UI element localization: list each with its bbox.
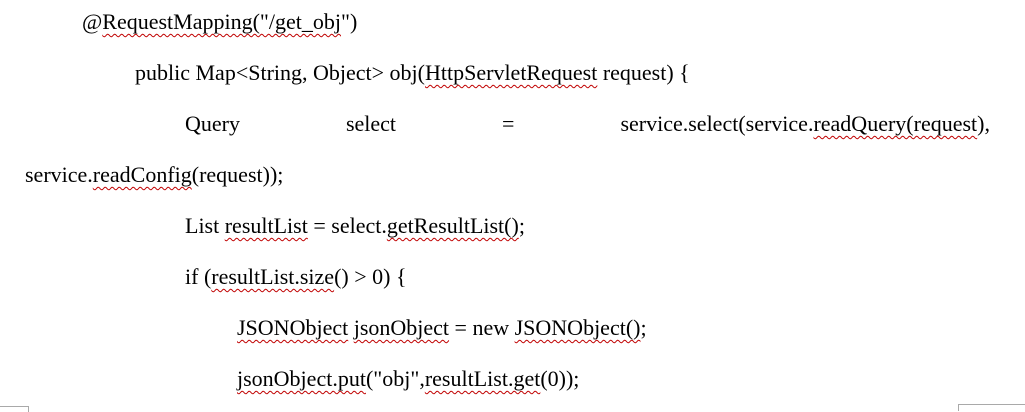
code-text: = select. <box>307 213 387 238</box>
code-text: = <box>502 111 515 136</box>
misspelled-word: JSONObject() <box>514 315 641 340</box>
code-token-group: = <box>502 98 514 149</box>
misspelled-word: readConfig <box>92 162 192 187</box>
code-line[interactable]: JSONObject jsonObject = new JSONObject()… <box>0 302 1025 353</box>
code-text: ; <box>640 315 647 340</box>
code-token-group: service.select(service.readQuery(request… <box>620 98 990 149</box>
code-text: if ( <box>185 264 212 289</box>
code-line[interactable]: public Map<String, Object> obj(HttpServl… <box>0 47 1025 98</box>
code-text: request) { <box>597 60 690 85</box>
page-margin-mark-right <box>958 404 1025 411</box>
code-token-group: if (resultList.size() > 0) { <box>185 264 407 289</box>
code-line[interactable]: service.readConfig(request)); <box>0 149 1025 200</box>
code-line[interactable]: if (resultList.size() > 0) { <box>0 251 1025 302</box>
code-token-group: @RequestMapping("/get_obj") <box>82 9 357 34</box>
code-token-group: List resultList = select.getResultList()… <box>185 213 525 238</box>
code-line[interactable]: jsonObject.put("obj",resultList.get(0)); <box>0 353 1025 404</box>
misspelled-word: HttpServletRequest <box>425 60 598 85</box>
code-text: (request)); <box>191 162 284 187</box>
code-text: public Map<String, Object> obj( <box>135 60 425 85</box>
misspelled-word: resultList.size <box>211 264 335 289</box>
code-text: ("obj", <box>365 366 425 391</box>
code-text: service.select(service. <box>620 111 814 136</box>
code-text: ), <box>977 111 990 136</box>
code-text: (0)); <box>540 366 580 391</box>
code-token-group: JSONObject jsonObject = new JSONObject()… <box>237 315 647 340</box>
misspelled-word: readQuery(request <box>813 111 978 136</box>
page-margin-mark-left <box>0 406 29 412</box>
code-text: ") <box>341 9 358 34</box>
misspelled-word: jsonObject <box>353 315 450 340</box>
misspelled-word: RequestMapping("/get_obj <box>102 9 341 34</box>
misspelled-word: getResultList() <box>386 213 519 238</box>
misspelled-word: jsonObject.put <box>237 366 366 391</box>
code-token-group: service.readConfig(request)); <box>25 162 283 187</box>
code-line[interactable]: @RequestMapping("/get_obj") <box>0 0 1025 47</box>
misspelled-word: resultList <box>224 213 308 238</box>
code-line[interactable]: List resultList = select.getResultList()… <box>0 200 1025 251</box>
code-token-group: select <box>346 98 396 149</box>
code-text: @ <box>82 9 103 34</box>
code-token-group: jsonObject.put("obj",resultList.get(0)); <box>237 366 579 391</box>
code-text: service. <box>25 162 93 187</box>
code-text: List <box>185 213 225 238</box>
code-text: Query <box>185 111 240 136</box>
code-text: ; <box>518 213 525 238</box>
code-token-group: public Map<String, Object> obj(HttpServl… <box>135 60 690 85</box>
code-text: = new <box>449 315 515 340</box>
code-line[interactable]: Query select = service.select(service.readQ… <box>0 98 1025 149</box>
misspelled-word: JSONObject <box>237 315 349 340</box>
code-token-group: Query <box>185 98 240 149</box>
code-text: () > 0) { <box>334 264 407 289</box>
code-text: select <box>345 111 397 136</box>
misspelled-word: resultList.get <box>424 366 541 391</box>
